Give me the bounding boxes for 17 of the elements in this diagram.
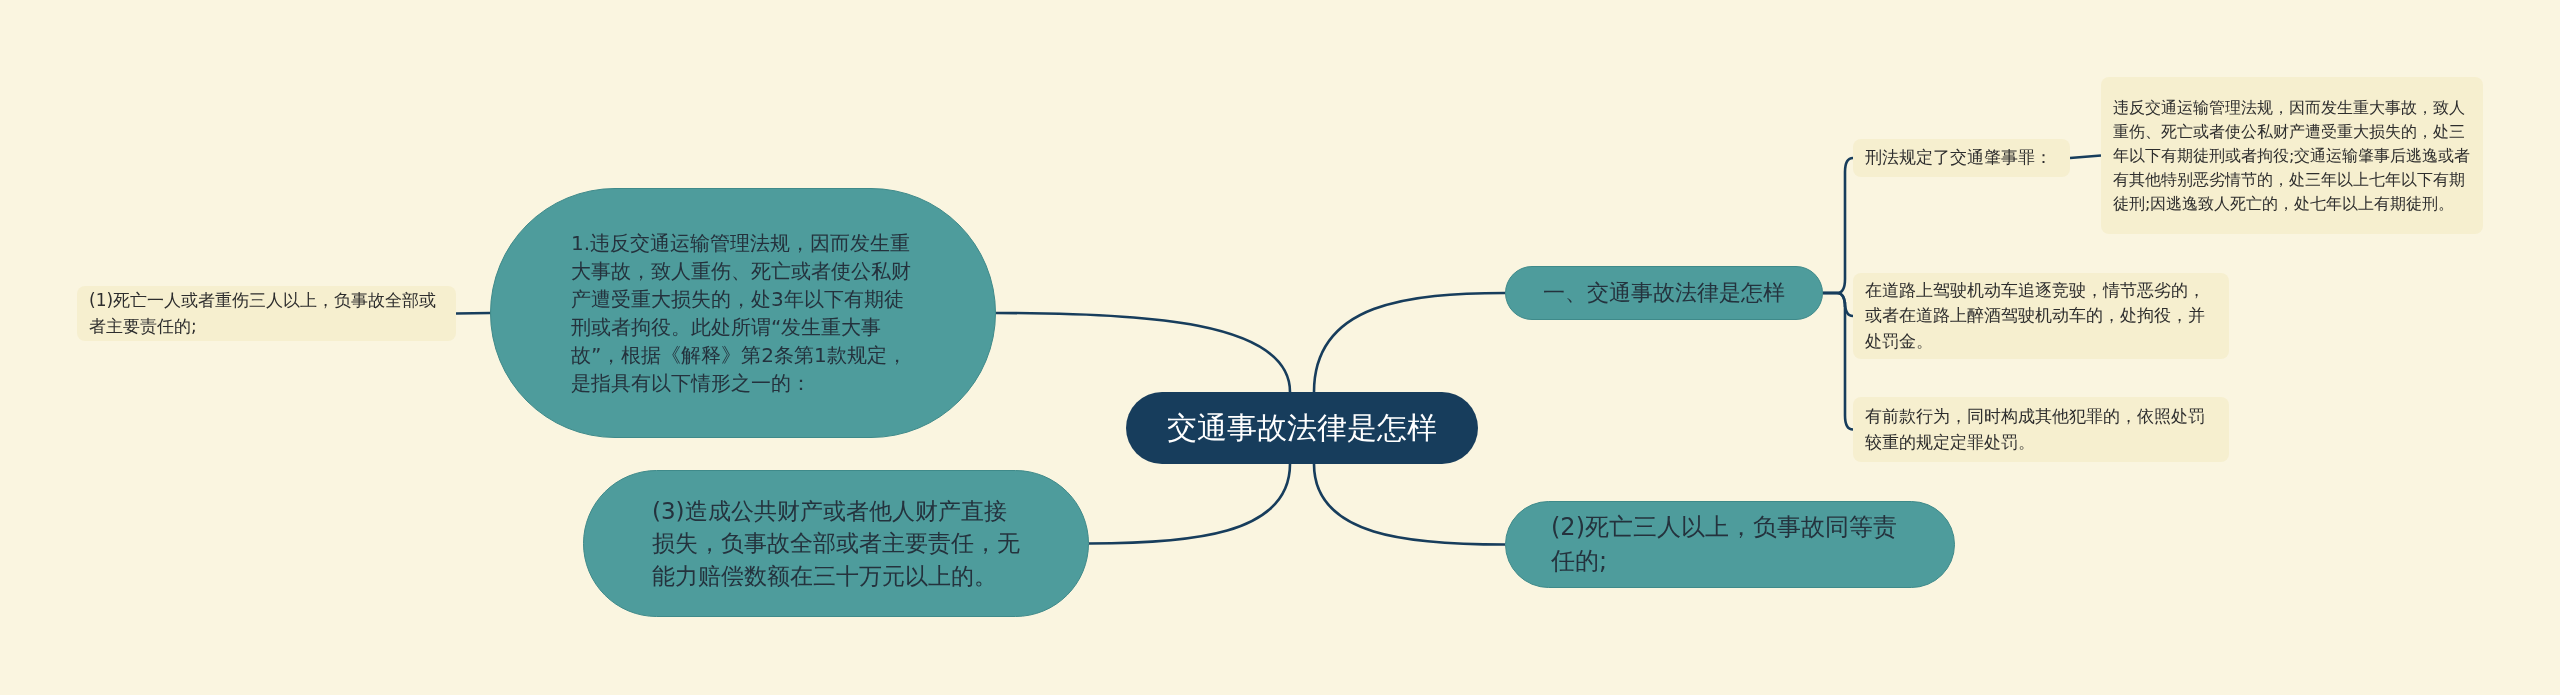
- note-card: 刑法规定了交通肇事罪：: [1853, 139, 2070, 177]
- topic-pill: (3)造成公共财产或者他人财产直接损失，负事故全部或者主要责任，无能力赔偿数额在三十万元以上的。: [583, 470, 1089, 617]
- topic-pill: 一、交通事故法律是怎样: [1505, 266, 1823, 320]
- connector-line: [1312, 291, 1505, 393]
- note-card: 在道路上驾驶机动车追逐竞驶，情节恶劣的，或者在道路上醉酒驾驶机动车的，处拘役，并处罚金。: [1853, 273, 2229, 359]
- note-card: 有前款行为，同时构成其他犯罪的，依照处罚较重的规定定罪处罚。: [1853, 397, 2229, 462]
- note-card: (1)死亡一人或者重伤三人以上，负事故全部或者主要责任的;: [77, 286, 456, 341]
- connector-line: [1823, 291, 1854, 431]
- connector-line: [1089, 463, 1292, 545]
- note-card: 违反交通运输管理法规，因而发生重大事故，致人重伤、死亡或者使公私财产遭受重大损失的，处三年以下有期徒刑或者拘役;交通运输肇事后逃逸或者有其他特别恶劣情节的，处三年以上七年以下有期徒刑;因逃逸致人死亡的，处七年以上有期徒刑。: [2101, 77, 2483, 234]
- topic-pill: (2)死亡三人以上，负事故同等责任的;: [1505, 501, 1955, 588]
- connector-line: [996, 311, 1292, 393]
- connector-line: [2069, 154, 2102, 160]
- connector-line: [1312, 463, 1505, 546]
- central-topic: 交通事故法律是怎样: [1126, 392, 1478, 464]
- connector-line: [456, 311, 490, 315]
- topic-pill: 1.违反交通运输管理法规，因而发生重大事故，致人重伤、死亡或者使公私财产遭受重大损失的，处3年以下有期徒刑或者拘役。此处所谓“发生重大事故”，根据《解释》第2条第1款规定，是指具有以下情形之一的：: [490, 188, 996, 438]
